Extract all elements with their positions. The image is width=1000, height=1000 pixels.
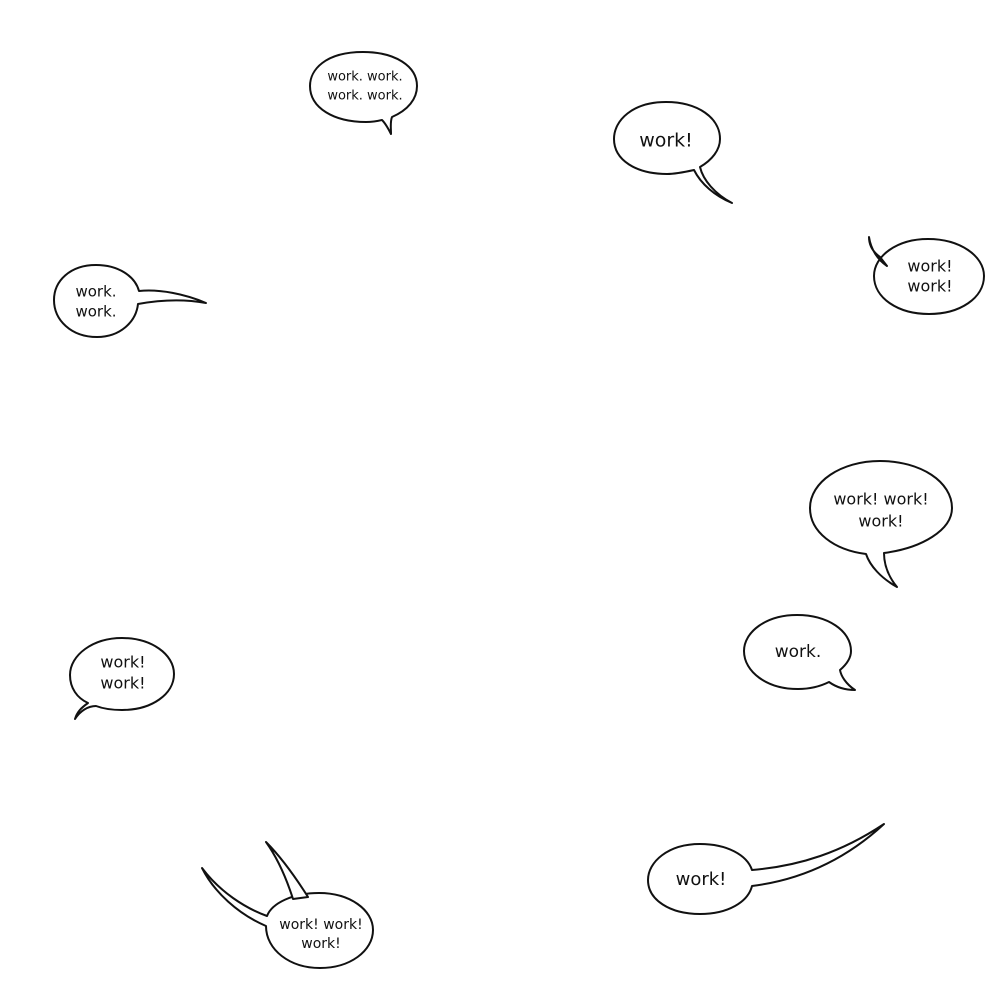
speech-bubble-line: work!	[676, 869, 727, 890]
speech-bubble-outline	[309, 51, 418, 135]
speech-bubble-line: work!	[907, 257, 952, 276]
speech-bubble-line: work. work.	[327, 89, 402, 104]
speech-bubble-line: work!	[301, 936, 341, 952]
speech-bubble: work!	[613, 101, 733, 204]
speech-bubble-line: work!	[100, 674, 145, 693]
speech-bubble: work. work.	[53, 264, 207, 338]
speech-bubble-outline	[69, 637, 175, 720]
speech-bubble-line: work.	[75, 303, 116, 321]
speech-bubble-line: work! work!	[279, 917, 362, 933]
speech-bubble-tail	[868, 236, 888, 267]
speech-bubble-line: work!	[100, 653, 145, 672]
speech-bubble-line: work!	[639, 130, 693, 152]
speech-bubble-outline	[743, 614, 856, 691]
speech-bubble-outline	[809, 460, 953, 588]
speech-bubble-line: work!	[907, 277, 952, 296]
speech-bubble-line: work.	[75, 283, 116, 301]
speech-bubble: work.	[743, 614, 856, 691]
speech-bubble: work! work!	[868, 236, 985, 315]
speech-bubble-outline	[201, 867, 374, 969]
speech-bubble-line: work!	[858, 512, 903, 531]
speech-bubble-line: work! work!	[833, 490, 928, 509]
speech-bubble-outline	[53, 264, 207, 338]
speech-bubble: work! work!	[69, 637, 175, 720]
speech-bubble-outline	[613, 101, 733, 204]
speech-bubble-outline	[647, 823, 885, 915]
speech-bubble: work! work! work!	[201, 841, 374, 969]
speech-bubble-tail	[265, 841, 309, 900]
speech-bubble-outline	[873, 238, 985, 315]
speech-bubble: work! work! work!	[809, 460, 953, 588]
speech-bubble-line: work.	[775, 642, 822, 662]
speech-bubble: work. work. work. work.	[309, 51, 418, 135]
speech-bubble-line: work. work.	[327, 70, 402, 85]
speech-bubble: work!	[647, 823, 885, 915]
